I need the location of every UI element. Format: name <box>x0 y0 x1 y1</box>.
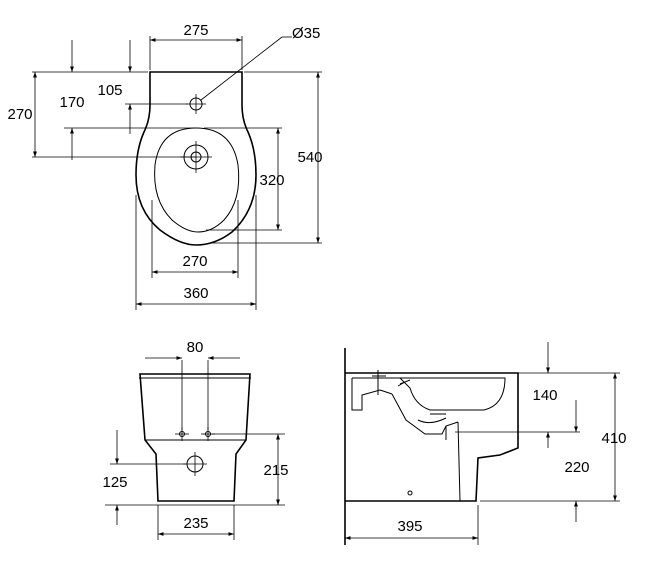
dim-215: 215 <box>263 462 288 479</box>
side-view: 140 410 220 395 <box>344 342 627 545</box>
front-view-outline <box>139 373 251 502</box>
dim-80: 80 <box>187 339 204 356</box>
dim-410: 410 <box>601 430 626 447</box>
front-view: 80 215 125 235 <box>102 339 289 540</box>
dim-320: 320 <box>259 172 284 189</box>
dim-270-left: 270 <box>7 106 32 123</box>
dim-235: 235 <box>183 515 208 532</box>
dim-360: 360 <box>183 285 208 302</box>
dim-170: 170 <box>59 94 84 111</box>
dim-275: 275 <box>183 22 208 39</box>
dim-220: 220 <box>564 459 589 476</box>
dim-hole-diameter: Ø35 <box>292 25 320 42</box>
dim-125: 125 <box>102 474 127 491</box>
top-view-outline <box>135 71 257 246</box>
dim-540: 540 <box>297 149 322 166</box>
bowl-inner <box>154 127 240 233</box>
dim-270-bowl: 270 <box>182 253 207 270</box>
dim-140: 140 <box>532 387 557 404</box>
dim-395: 395 <box>397 518 422 535</box>
top-view: 275 Ø35 105 170 270 540 320 <box>7 22 323 310</box>
dim-105: 105 <box>97 82 122 99</box>
